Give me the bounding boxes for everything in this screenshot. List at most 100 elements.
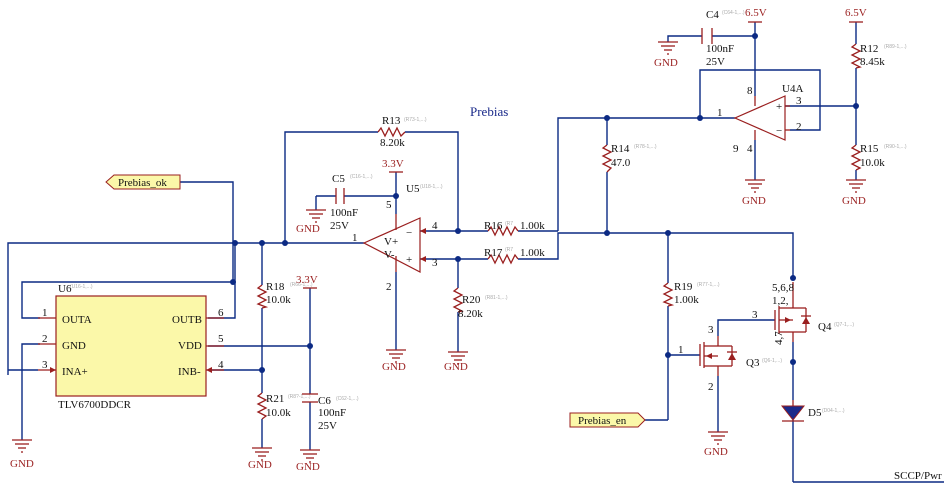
gnd-u5: GND — [382, 361, 406, 373]
r16-value: 1.00k — [520, 220, 545, 232]
d5-tag: (D04-1,...) — [822, 408, 845, 414]
r16-ref: R16 — [484, 220, 503, 232]
q4-pin-12: 1,2, — [772, 295, 789, 307]
u6-pin-ina: INA+ — [62, 366, 88, 378]
r13-ref: R13 — [382, 115, 401, 127]
power-rails: 3.3V 3.3V 6.5V 6.5V — [296, 7, 867, 289]
gnd-r21: GND — [248, 459, 272, 471]
r15-tag: (R90-1,...) — [884, 144, 907, 150]
net-label-sccp-pwr: SCCP/Pwr — [894, 470, 942, 482]
q3-nmos: Q3 (Q6-1,...) 1 2 3 — [678, 324, 782, 393]
u6-pin-vdd: VDD — [178, 340, 202, 352]
net-labels: Prebias_ok Prebias_en SCCP/Pwr — [105, 174, 942, 482]
rail-6v5-u4: 6.5V — [745, 7, 767, 19]
svg-text:−: − — [776, 125, 782, 137]
u6-pin-num-3: 3 — [42, 359, 48, 371]
svg-text:V-: V- — [384, 249, 395, 261]
capacitors: C5 (C16-1,...) 100nF 25V C4 (C64-1,...) … — [302, 9, 745, 432]
r12-ref: R12 — [860, 43, 878, 55]
d5-diode: D5 (D04-1,...) — [780, 400, 845, 422]
r20-tag: (R81-1,...) — [485, 295, 508, 301]
r21-tag: (R8?-1,...) — [288, 394, 311, 400]
q4-pin-47: 4,7 — [773, 331, 785, 345]
u5-pin-4: 4 — [432, 220, 438, 232]
junction-dots — [230, 33, 859, 373]
net-label-prebias-en: Prebias_en — [578, 415, 627, 427]
q3-pin-3: 3 — [708, 324, 714, 336]
r20-value: 8.20k — [458, 308, 483, 320]
u5-pin-5: 5 — [386, 199, 392, 211]
r13-value: 8.20k — [380, 137, 405, 149]
u6-pin-num-5: 5 — [218, 333, 224, 345]
q4-pin-568: 5,6,8 — [772, 282, 795, 294]
q3-ref: Q3 — [746, 357, 760, 369]
r18-tag: (R66-1,...) — [290, 282, 313, 288]
c4-rating: 25V — [706, 56, 725, 68]
u6-ref: U6 — [58, 283, 72, 295]
r17-ref: R17 — [484, 247, 503, 259]
section-title: Prebias — [470, 104, 508, 119]
c5-ref: C5 — [332, 173, 345, 185]
gnd-q3: GND — [704, 446, 728, 458]
u6-pin-inb: INB- — [178, 366, 201, 378]
q4-ref: Q4 — [818, 321, 832, 333]
r19-ref: R19 — [674, 281, 693, 293]
wires — [7, 22, 944, 483]
rail-6v5-r12: 6.5V — [845, 7, 867, 19]
r15-ref: R15 — [860, 143, 879, 155]
u6-part: TLV6700DDCR — [58, 399, 132, 411]
c6-rating: 25V — [318, 420, 337, 432]
u6-pin-outa: OUTA — [62, 314, 92, 326]
r20-ref: R20 — [462, 294, 481, 306]
u6-pin-num-1: 1 — [42, 307, 48, 319]
c6-tag: (C62-1,...) — [336, 396, 359, 402]
u5-opamp: V+ V- − + U5 (U18-1,...) 1 2 3 4 5 — [352, 183, 443, 293]
q4-pin-3: 3 — [752, 309, 758, 321]
d5-ref: D5 — [808, 407, 822, 419]
rail-3v3-c6: 3.3V — [296, 274, 318, 286]
r14-value: 47.0 — [611, 157, 631, 169]
u4a-pin-9: 9 — [733, 143, 739, 155]
r21-ref: R21 — [266, 393, 284, 405]
u4a-pin-2: 2 — [796, 121, 802, 133]
u4a-pin-3: 3 — [796, 95, 802, 107]
gnd-r20: GND — [444, 361, 468, 373]
u6-tag: (U16-1,...) — [70, 284, 93, 290]
svg-text:+: + — [776, 101, 782, 113]
svg-text:−: − — [406, 227, 412, 239]
r19-value: 1.00k — [674, 294, 699, 306]
q3-pin-1: 1 — [678, 344, 684, 356]
u6-comparator: U6 (U16-1,...) TLV6700DDCR OUTA GND INA+… — [38, 283, 224, 411]
c6-value: 100nF — [318, 407, 346, 419]
u5-ref: U5 — [406, 183, 420, 195]
u6-pin-num-4: 4 — [218, 359, 224, 371]
c5-value: 100nF — [330, 207, 358, 219]
net-label-prebias-ok: Prebias_ok — [118, 177, 167, 189]
u4a-opamp: + − U4A 1 2 3 4 8 9 — [717, 83, 803, 155]
c4-value: 100nF — [706, 43, 734, 55]
r16-tag: (R7 — [505, 221, 513, 227]
u5-tag: (U18-1,...) — [420, 184, 443, 190]
r12-tag: (R89-1,...) — [884, 44, 907, 50]
gnd-r15: GND — [842, 195, 866, 207]
r17-value: 1.00k — [520, 247, 545, 259]
u6-pin-num-6: 6 — [218, 307, 224, 319]
q4-pmos: Q4 (Q7-1,...) 5,6,8 1,2, 3 4,7 — [752, 282, 854, 345]
c4-ref: C4 — [706, 9, 719, 21]
resistors: R13 (R73-1,...) 8.20k R16 (R7 1.00k R17 … — [256, 43, 907, 420]
c5-rating: 25V — [330, 220, 349, 232]
c5-tag: (C16-1,...) — [350, 174, 373, 180]
u4a-pin-4: 4 — [747, 143, 753, 155]
rail-3v3-u5: 3.3V — [382, 158, 404, 170]
gnd-u4a: GND — [742, 195, 766, 207]
svg-text:V+: V+ — [384, 236, 398, 248]
u6-pin-num-2: 2 — [42, 333, 48, 345]
u5-pin-3: 3 — [432, 257, 438, 269]
r13-tag: (R73-1,...) — [404, 117, 427, 123]
q3-tag: (Q6-1,...) — [762, 358, 782, 364]
gnd-c5: GND — [296, 223, 320, 235]
u5-pin-2: 2 — [386, 281, 392, 293]
u4a-ref: U4A — [782, 83, 803, 95]
c6-ref: C6 — [318, 395, 331, 407]
